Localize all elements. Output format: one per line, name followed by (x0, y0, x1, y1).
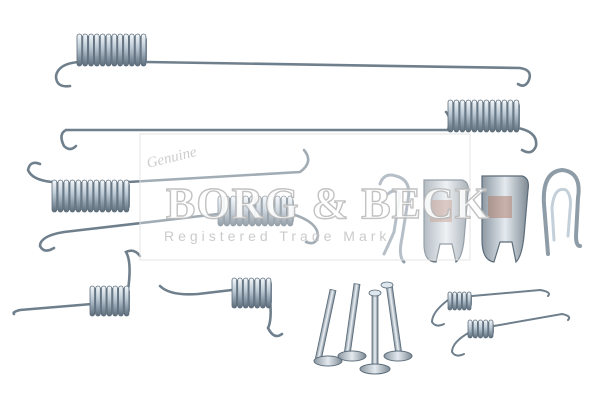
mini-spring-lower (450, 312, 571, 357)
spring-coil (447, 99, 520, 133)
spring-coil (76, 33, 147, 67)
retainer-plate-2 (481, 175, 529, 264)
spring-coil (89, 285, 130, 317)
hook-spring-center (38, 195, 320, 252)
wire-clip (378, 173, 411, 264)
small-spring-lower-middle (158, 277, 284, 338)
spring-coil (51, 179, 130, 213)
hold-down-pin-3 (359, 289, 391, 375)
watermark-subtitle-text: Registered Trade Mark (164, 228, 390, 244)
long-return-spring-middle (60, 99, 538, 154)
small-spring-lower-left (12, 249, 142, 317)
hold-down-pin-4 (380, 281, 413, 362)
spring-coil (467, 319, 494, 339)
retainer-plate-1 (423, 179, 469, 263)
spring-coil (447, 291, 472, 311)
watermark-brand-text: BORG & BECK (166, 179, 490, 228)
spring-coil (217, 195, 294, 227)
watermark: Genuine BORG & BECK Registered Trade Mar… (139, 133, 490, 261)
wire-retainer-clip (541, 167, 582, 256)
spring-coil (231, 277, 272, 309)
mini-spring-upper (430, 288, 550, 327)
long-return-spring-top (54, 33, 532, 88)
hold-down-pin-2 (337, 283, 367, 362)
hook-spring-left (26, 148, 310, 213)
hold-down-pin-1 (313, 288, 343, 367)
